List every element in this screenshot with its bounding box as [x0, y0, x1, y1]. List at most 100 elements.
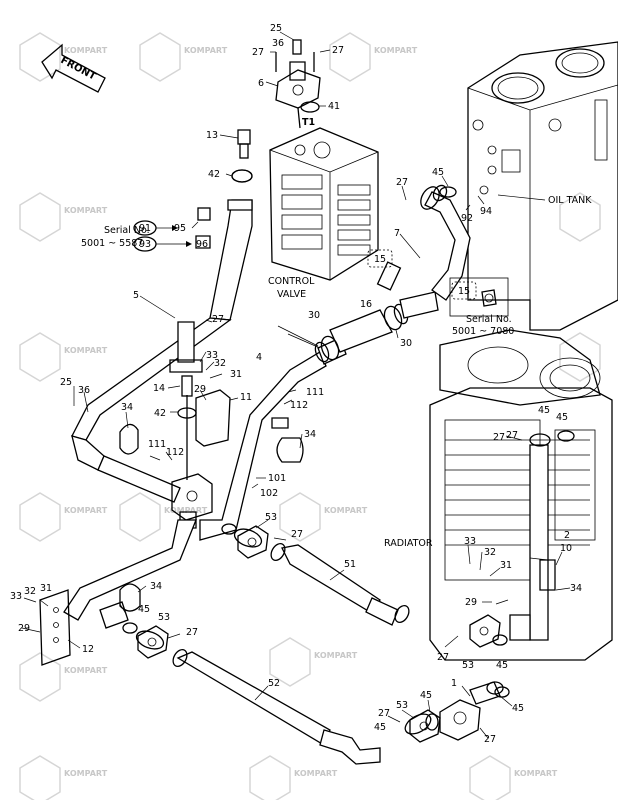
- callout-label: 4: [256, 352, 262, 363]
- watermark-text: KOMPART: [164, 506, 208, 515]
- callout-label: 53: [462, 660, 474, 671]
- callout-label: 101: [268, 473, 286, 484]
- pipe-1: [439, 681, 504, 741]
- callout-label: 45: [496, 660, 508, 671]
- oil-tank: OIL TANK: [467, 41, 618, 331]
- callout-label: 45: [138, 604, 150, 615]
- callout-label: 27: [506, 430, 518, 441]
- callout-label: 53: [396, 700, 408, 711]
- serial-note-left-range: 5001 ~ 5587: [81, 238, 143, 249]
- o-ring-45: [494, 686, 510, 698]
- o-ring-42: [231, 169, 253, 183]
- callout-label: 32: [214, 358, 226, 369]
- watermark-text: KOMPART: [64, 346, 108, 355]
- o-ring-45: [557, 430, 575, 442]
- watermark-text: KOMPART: [324, 506, 368, 515]
- o-ring-45: [122, 622, 138, 634]
- callout-label: 31: [40, 583, 52, 594]
- callout-label: 27: [332, 45, 344, 56]
- watermark-text: KOMPART: [64, 46, 108, 55]
- hose-16: [314, 303, 409, 363]
- callout-label: 33: [10, 591, 22, 602]
- clamp-34-upper: [119, 411, 139, 455]
- watermark-text: KOMPART: [184, 46, 228, 55]
- bracket-12: [39, 589, 71, 666]
- callout-label: 52: [268, 678, 280, 689]
- hose-51: [233, 528, 410, 626]
- o-ring-45: [439, 186, 457, 198]
- flange-53-a: [237, 525, 269, 559]
- callout-label: 92: [461, 213, 473, 224]
- callout-label: 7: [394, 228, 400, 239]
- callout-label: 45: [512, 703, 524, 714]
- pipe-7: [376, 184, 471, 319]
- callout-label: 27: [493, 432, 505, 443]
- callout-label: 27: [291, 529, 303, 540]
- watermark-text: KOMPART: [314, 651, 358, 660]
- callout-label: 34: [150, 581, 162, 592]
- callout-label: 29: [194, 384, 206, 395]
- callout-label: 25: [270, 23, 282, 34]
- callout-label: 10: [560, 543, 572, 554]
- watermark-text: KOMPART: [294, 769, 338, 778]
- leader-lines: [21, 31, 571, 739]
- fitting-13: [219, 129, 251, 159]
- callout-label: 91: [139, 223, 151, 234]
- callout-label: 51: [344, 559, 356, 570]
- callout-label: 31: [230, 369, 242, 380]
- callout-label: 27: [378, 708, 390, 719]
- o-ring-45: [221, 523, 237, 535]
- callout-label: 5: [133, 290, 139, 301]
- callout-label: 16: [360, 299, 372, 310]
- callout-label: 33: [464, 536, 476, 547]
- port-t1-label: T1: [302, 117, 315, 128]
- flange-53-c: [469, 614, 501, 648]
- watermark-layer: KOMPART KOMPART KOMPART KOMPART KOMPART …: [19, 32, 601, 800]
- callout-label: 96: [196, 239, 208, 250]
- callout-label: 45: [420, 690, 432, 701]
- callout-label: 36: [78, 385, 90, 396]
- pipe-5: [71, 169, 253, 503]
- hose-52: [135, 630, 432, 765]
- callout-label: 15: [374, 254, 386, 265]
- front-label: FRONT: [59, 55, 98, 83]
- fitting-15: [449, 277, 509, 317]
- callout-label: 32: [484, 547, 496, 558]
- callout-label: 29: [18, 623, 30, 634]
- callout-label: 6: [258, 78, 264, 89]
- control-valve: CONTROL VALVE T1: [268, 117, 379, 300]
- callout-label: 1: [451, 678, 457, 689]
- bracket-11: [195, 389, 239, 447]
- callout-label: 45: [432, 167, 444, 178]
- callout-label: 95: [174, 223, 186, 234]
- callout-label: 25: [60, 377, 72, 388]
- callout-label: 93: [139, 239, 151, 250]
- callout-label: 14: [153, 383, 165, 394]
- callout-label: 42: [154, 408, 166, 419]
- callout-label: 33: [206, 350, 218, 361]
- watermark-text: KOMPART: [514, 769, 558, 778]
- callout-label: 2: [564, 530, 570, 541]
- flange-53-d: [409, 709, 441, 743]
- flange-6: [275, 39, 321, 129]
- callout-label: 102: [260, 488, 278, 499]
- callout-label: 34: [304, 429, 316, 440]
- callout-label: 27: [437, 652, 449, 663]
- callout-label: 112: [166, 447, 184, 458]
- serial-note-right: Serial No. 5001 ~ 7080: [452, 314, 514, 337]
- callout-label: 12: [82, 644, 94, 655]
- watermark-text: KOMPART: [374, 46, 418, 55]
- control-valve-label-line1: CONTROL: [268, 276, 315, 287]
- radiator-label: RADIATOR: [384, 538, 433, 549]
- o-ring-45: [492, 634, 508, 646]
- callout-label: 30: [308, 310, 320, 321]
- highlight-15-a: [367, 249, 393, 268]
- callout-label: 53: [265, 512, 277, 523]
- callout-label: 111: [306, 387, 324, 398]
- callout-label: 29: [465, 597, 477, 608]
- watermark-text: KOMPART: [64, 666, 108, 675]
- callout-label: 45: [538, 405, 550, 416]
- callout-label: 27: [212, 314, 224, 325]
- callout-label: 53: [158, 612, 170, 623]
